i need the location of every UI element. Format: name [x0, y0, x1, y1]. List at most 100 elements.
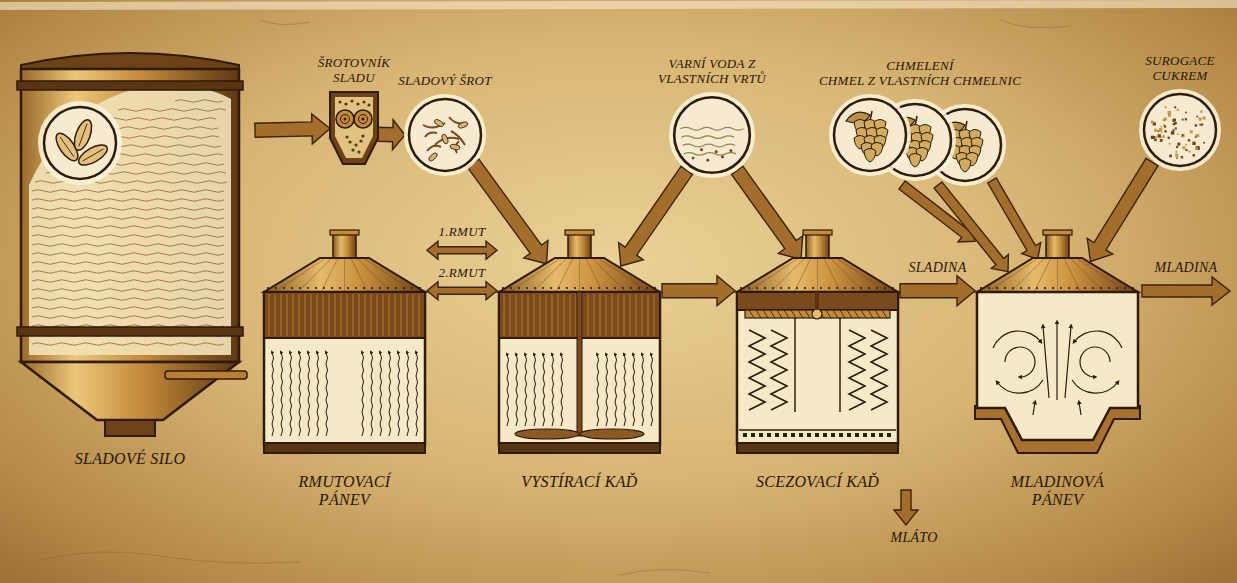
- illustration-part: [518, 287, 520, 289]
- illustration-part: [403, 287, 405, 289]
- illustration-part: [1185, 144, 1187, 146]
- node-label: SLADOVÝ ŠROT: [397, 74, 493, 89]
- illustration-part: [633, 354, 635, 426]
- illustration-part: [777, 310, 782, 318]
- illustration-part: [1108, 287, 1110, 289]
- illustration-part: [646, 287, 648, 289]
- label-group: SLADOVÉ SILO: [30, 450, 230, 468]
- illustration-part: [355, 287, 357, 289]
- illustration-part: [882, 310, 887, 318]
- mill-outline: [330, 92, 378, 165]
- illustration-part: [840, 310, 845, 318]
- illustration-part: [791, 433, 795, 437]
- illustration-part: [805, 310, 810, 318]
- illustration-part: [290, 352, 292, 436]
- illustration-part: [1164, 125, 1166, 127]
- illustration-part: [674, 97, 750, 173]
- illustration-part: [1172, 119, 1175, 122]
- illustration-part: [83, 149, 104, 161]
- illustration-part: [118, 109, 226, 112]
- illustration-part: [264, 443, 425, 453]
- illustration-part: [1169, 143, 1171, 145]
- illustration-part: [1185, 149, 1187, 151]
- illustration-part: [371, 287, 373, 289]
- illustration-part: [407, 352, 409, 436]
- illustration-part: [791, 310, 796, 318]
- illustration-part: [17, 81, 243, 90]
- illustration-part: [1183, 146, 1186, 149]
- illustration-part: [1044, 287, 1046, 289]
- flow-arrow: [732, 166, 803, 259]
- vessel-outline: [735, 230, 900, 455]
- illustration-part: [357, 150, 360, 153]
- illustration-part: [794, 318, 796, 412]
- flow-arrow: [255, 114, 330, 144]
- illustration-part: [274, 294, 275, 336]
- flow-arrow: [378, 120, 405, 150]
- illustration-part: [558, 287, 560, 289]
- grist-circle: [405, 95, 485, 175]
- illustration-part: [980, 287, 982, 289]
- illustration-part: [798, 310, 803, 318]
- illustration-part: [418, 294, 419, 336]
- illustration-part: [1172, 129, 1174, 131]
- sugar-circle: [1140, 90, 1220, 170]
- illustration-part: [1181, 156, 1183, 158]
- illustration-part: [977, 258, 1138, 292]
- illustration-part: [756, 310, 761, 318]
- label-group: ŠROTOVNÍK SLADU: [302, 56, 406, 86]
- illustration-part: [29, 85, 231, 355]
- illustration-part: [624, 354, 626, 426]
- illustration-part: [362, 100, 365, 103]
- illustration-part: [852, 287, 854, 289]
- illustration-part: [743, 433, 747, 437]
- illustration-part: [388, 294, 389, 336]
- illustration-part: [1188, 139, 1190, 141]
- ingredient-circle: SLADOVÝ ŠROT: [405, 95, 485, 175]
- illustration-part: [411, 287, 413, 289]
- illustration-part: [838, 259, 886, 291]
- hops-circles: [830, 95, 1010, 185]
- flow-arrow: [900, 276, 975, 306]
- illustration-part: [283, 287, 285, 289]
- illustration-part: [574, 287, 576, 289]
- illustration-part: [749, 330, 765, 410]
- illustration-part: [394, 294, 395, 336]
- illustration-part: [1196, 146, 1199, 149]
- illustration-part: [1161, 126, 1163, 128]
- illustration-part: [590, 287, 592, 289]
- illustration-part: [341, 115, 350, 124]
- illustration-part: [737, 292, 898, 445]
- illustration-part: [379, 287, 381, 289]
- illustration-part: [579, 259, 580, 291]
- hops-circles: CHMELENÍCHMEL Z VLASTNÍCH CHMELNIC: [830, 95, 1010, 185]
- illustration-part: [598, 287, 600, 289]
- illustration-part: [1168, 137, 1170, 139]
- illustration-part: [1177, 109, 1179, 111]
- illustration-part: [32, 190, 224, 193]
- illustration-part: [44, 107, 116, 179]
- illustration-part: [175, 100, 223, 103]
- illustration-part: [32, 280, 224, 283]
- illustration-part: [569, 294, 570, 336]
- illustration-part: [630, 287, 632, 289]
- illustration-part: [32, 307, 224, 310]
- illustration-part: [499, 258, 660, 292]
- illustration-part: [108, 118, 216, 121]
- illustration-part: [892, 287, 894, 289]
- illustration-part: [996, 287, 998, 289]
- flow-arrow: [619, 166, 693, 266]
- illustration-part: [1203, 117, 1206, 120]
- illustration-part: [340, 294, 341, 336]
- label-group: SUROGACE CUKREM: [1132, 54, 1228, 84]
- illustration-part: [371, 352, 373, 436]
- illustration-part: [264, 292, 425, 338]
- illustration-part: [1176, 151, 1178, 153]
- illustration-part: [76, 141, 111, 169]
- label-group: MLADINOVÁ PÁNEV: [988, 473, 1128, 510]
- illustration-part: [1142, 92, 1218, 168]
- illustration-part: [1196, 116, 1198, 118]
- illustration-part: [352, 294, 353, 336]
- malt-silo: SLADOVÉ SILO: [5, 35, 255, 440]
